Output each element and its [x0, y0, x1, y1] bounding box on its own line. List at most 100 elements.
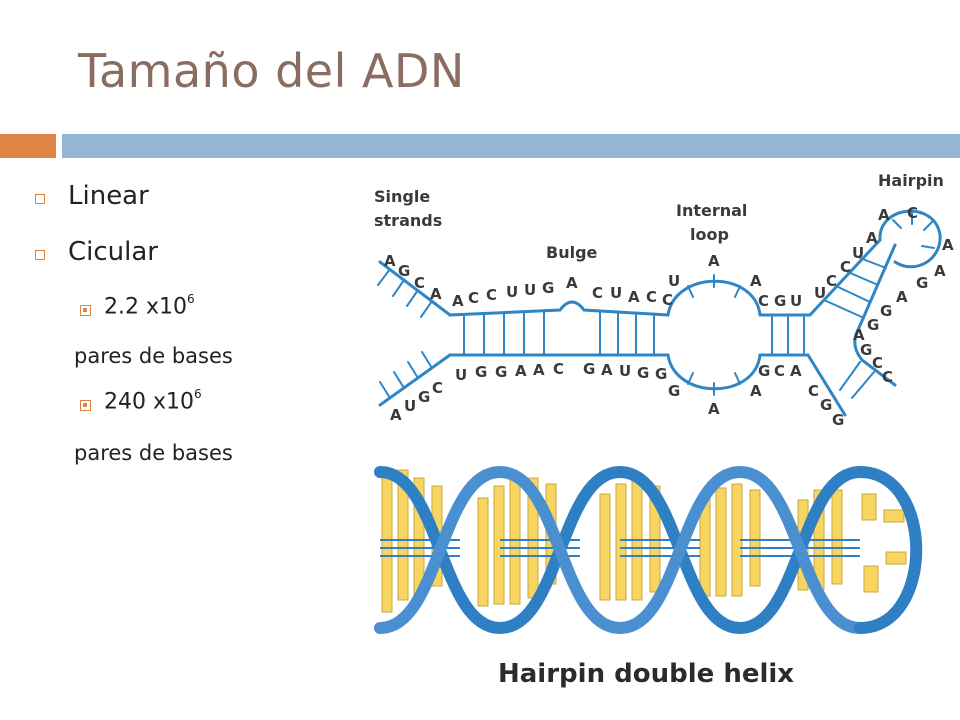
- sub-bullet-1-exponent: 6: [187, 292, 195, 306]
- svg-text:A: A: [452, 292, 464, 310]
- svg-text:U: U: [668, 272, 680, 290]
- svg-text:G: G: [475, 363, 487, 381]
- stem1-base-pairs: [463, 310, 655, 356]
- svg-text:U: U: [790, 292, 802, 310]
- sub-bullet-1-continuation: pares de bases: [74, 344, 233, 368]
- bullet-cicular: Cicular: [68, 237, 158, 267]
- bullet-square-icon: [35, 194, 45, 204]
- svg-text:A: A: [533, 361, 545, 379]
- svg-text:A: A: [934, 262, 946, 280]
- structure-labels: Single strands Bulge Internal loop Hairp…: [374, 171, 944, 262]
- stem1-top: [448, 300, 670, 317]
- strand-top-left: [378, 260, 452, 317]
- svg-text:U: U: [852, 244, 864, 262]
- accent-bar-orange: [0, 134, 56, 158]
- svg-text:G: G: [398, 262, 410, 280]
- svg-text:A: A: [708, 400, 720, 418]
- rna-secondary-structure: [377, 209, 942, 417]
- svg-text:A: A: [942, 236, 954, 254]
- svg-text:C: C: [486, 286, 497, 304]
- svg-text:C: C: [808, 382, 819, 400]
- sub-bullet-2-value: 240 x10: [104, 389, 194, 415]
- svg-text:A: A: [430, 285, 442, 303]
- svg-text:G: G: [495, 363, 507, 381]
- label-bulge: Bulge: [546, 243, 598, 262]
- label-single-strands-1: Single: [374, 187, 430, 206]
- sub-bullet-2-exponent: 6: [194, 387, 202, 401]
- svg-text:A: A: [790, 362, 802, 380]
- label-internal-loop-1: Internal: [676, 201, 747, 220]
- svg-text:G: G: [637, 364, 649, 382]
- svg-text:C: C: [468, 289, 479, 307]
- slide-title: Tamaño del ADN: [78, 44, 465, 98]
- svg-text:C: C: [553, 360, 564, 378]
- hairpin-double-helix-illustration: Hairpin double helix: [374, 465, 923, 689]
- bullet-linear: Linear: [68, 181, 149, 211]
- svg-text:C: C: [592, 284, 603, 302]
- sub-bullet-square-icon: [80, 305, 91, 316]
- svg-text:G: G: [542, 279, 554, 297]
- svg-text:U: U: [610, 284, 622, 302]
- sub-bullet-1: 2.2 x106: [104, 292, 195, 320]
- svg-text:U: U: [814, 284, 826, 302]
- sub-bullet-2-continuation: pares de bases: [74, 441, 233, 465]
- svg-text:A: A: [566, 274, 578, 292]
- svg-text:C: C: [774, 362, 785, 380]
- helix-backbone-front: [374, 465, 866, 635]
- label-single-strands-2: strands: [374, 211, 442, 230]
- svg-text:A: A: [853, 326, 865, 344]
- svg-text:A: A: [515, 362, 527, 380]
- svg-text:C: C: [840, 258, 851, 276]
- svg-text:C: C: [882, 368, 893, 386]
- accent-bar-blue: [62, 134, 960, 158]
- strand-bottom-left: [378, 353, 452, 407]
- svg-text:G: G: [916, 274, 928, 292]
- svg-text:A: A: [750, 272, 762, 290]
- svg-text:G: G: [820, 396, 832, 414]
- svg-text:G: G: [774, 292, 786, 310]
- svg-text:A: A: [390, 406, 402, 424]
- svg-text:G: G: [655, 365, 667, 383]
- svg-text:C: C: [432, 379, 443, 397]
- svg-text:U: U: [506, 283, 518, 301]
- sub-bullet-1-value: 2.2 x10: [104, 294, 187, 320]
- svg-text:C: C: [646, 288, 657, 306]
- helix-hairpin-turn: [854, 466, 923, 634]
- svg-text:U: U: [524, 281, 536, 299]
- hairpin-loop-ticks: [892, 211, 935, 249]
- helix-caption: Hairpin double helix: [498, 659, 794, 689]
- internal-loop: [666, 279, 762, 391]
- strand-ticks-left: [377, 268, 433, 399]
- svg-text:G: G: [583, 360, 595, 378]
- svg-text:A: A: [896, 288, 908, 306]
- svg-text:A: A: [628, 288, 640, 306]
- svg-text:C: C: [662, 291, 673, 309]
- stem2-base-pairs: [771, 314, 805, 356]
- svg-text:A: A: [708, 252, 720, 270]
- svg-text:U: U: [404, 397, 416, 415]
- svg-text:A: A: [601, 361, 613, 379]
- svg-text:G: G: [758, 362, 770, 380]
- sub-bullet-square-icon: [80, 400, 91, 411]
- helix-backbone-back: [374, 465, 866, 635]
- hairpin-loop: [878, 209, 942, 269]
- svg-text:U: U: [619, 362, 631, 380]
- hairpin-base-pairs: [823, 257, 887, 399]
- svg-text:A: A: [750, 382, 762, 400]
- svg-text:C: C: [826, 272, 837, 290]
- internal-loop-ticks: [687, 274, 741, 396]
- bullet-square-icon: [35, 250, 45, 260]
- svg-text:C: C: [758, 292, 769, 310]
- svg-text:A: A: [878, 206, 890, 224]
- svg-text:C: C: [872, 354, 883, 372]
- svg-text:C: C: [414, 274, 425, 292]
- svg-text:G: G: [860, 341, 872, 359]
- svg-text:G: G: [880, 302, 892, 320]
- svg-text:G: G: [867, 316, 879, 334]
- branch-bottom: [806, 353, 847, 417]
- hairpin-stem: [853, 243, 897, 387]
- label-hairpin: Hairpin: [878, 171, 944, 190]
- label-internal-loop-2: loop: [690, 225, 729, 244]
